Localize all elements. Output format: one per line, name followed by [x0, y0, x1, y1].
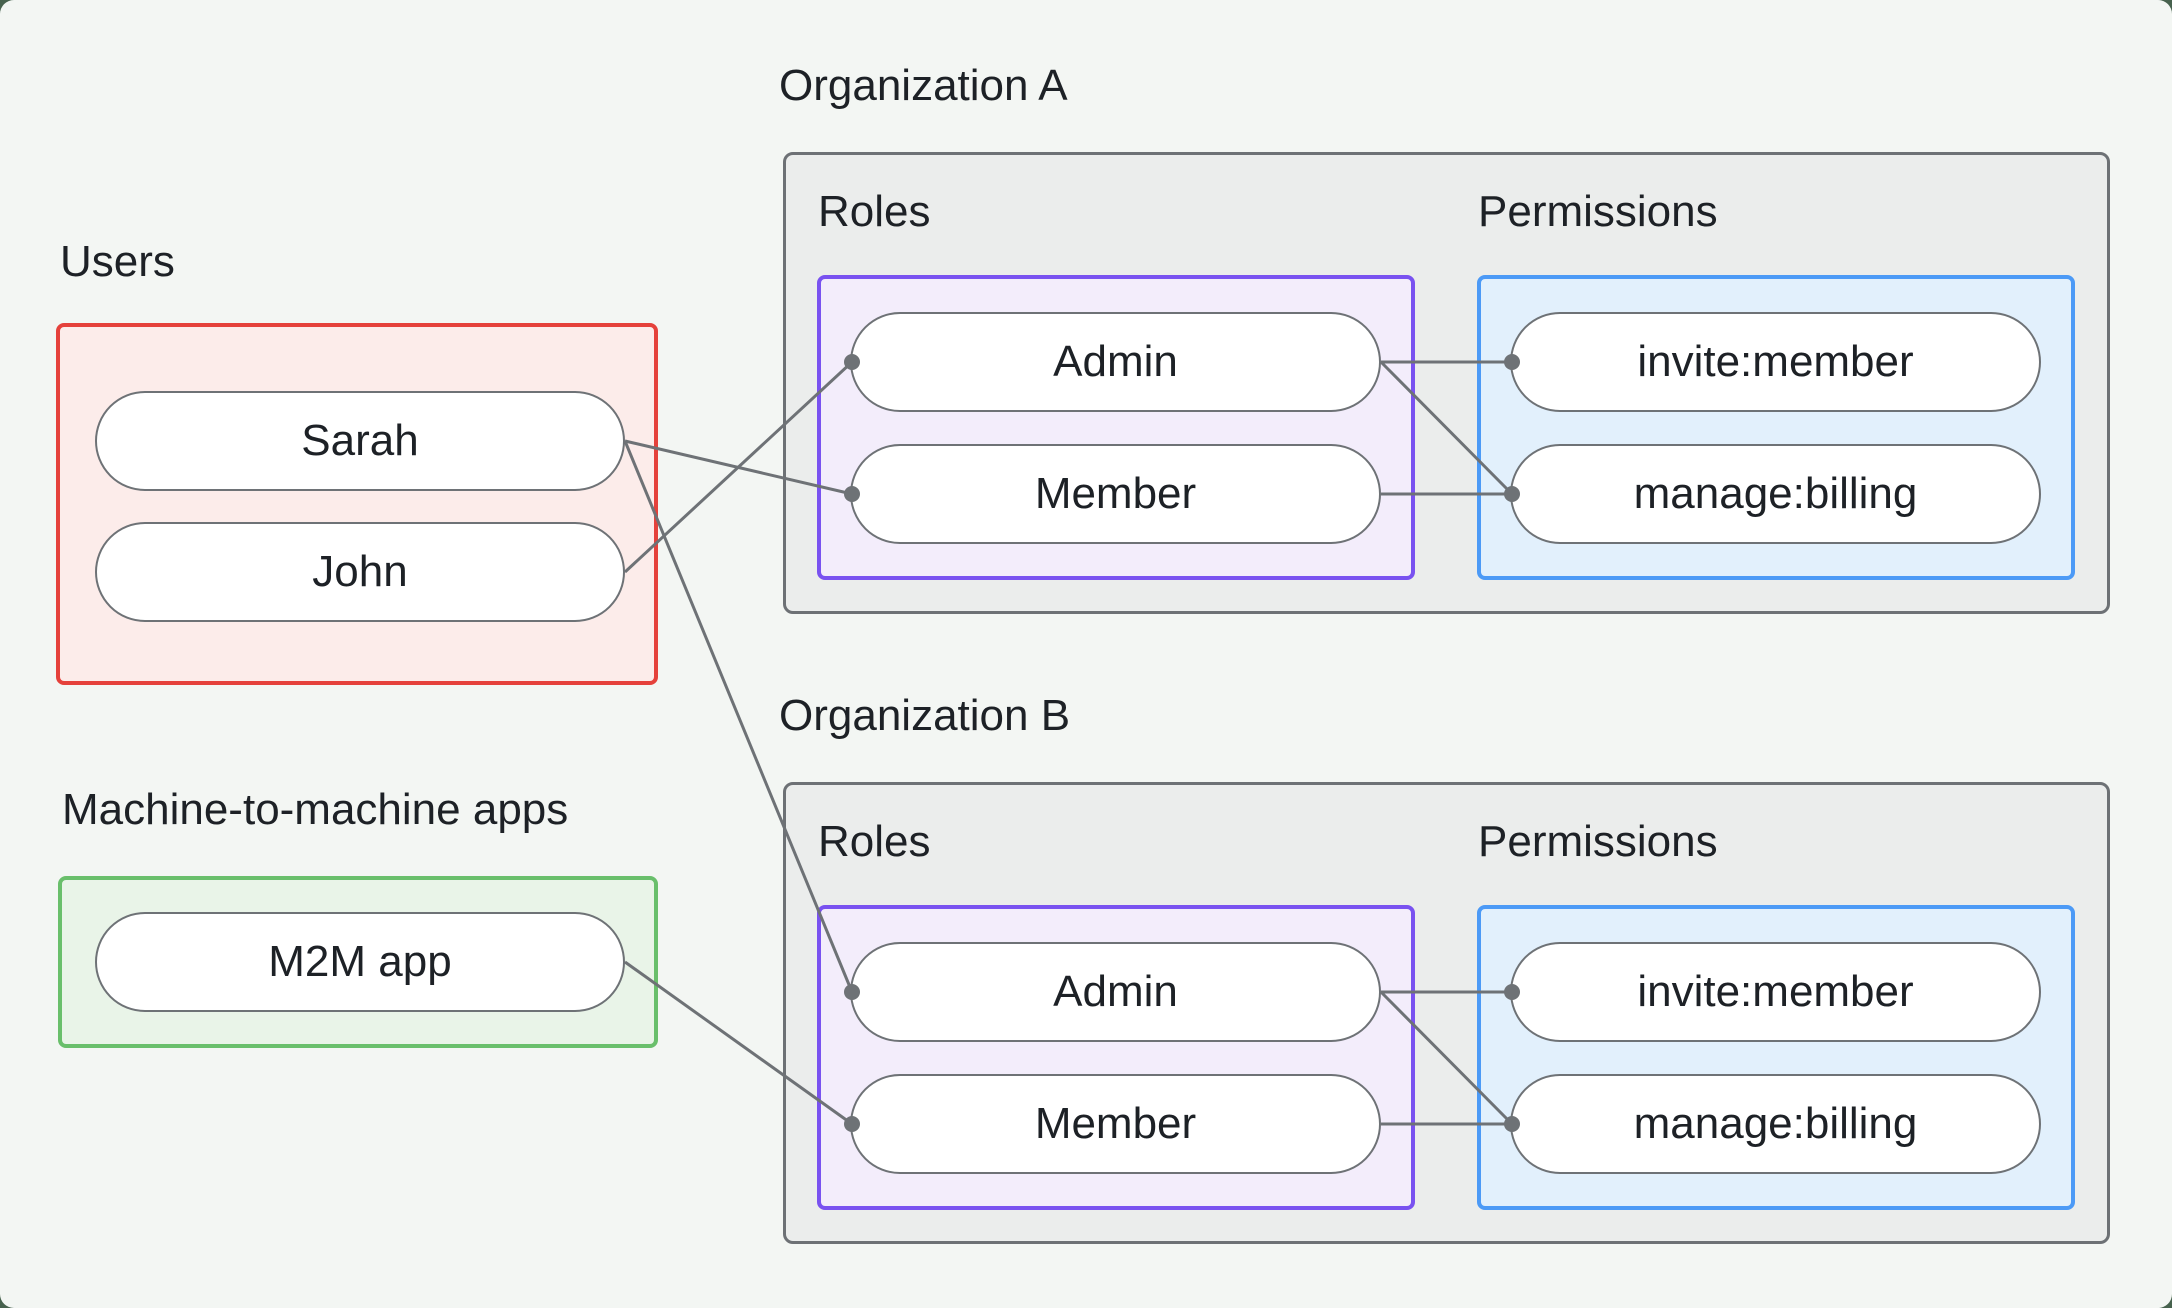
org-b-permission-pill-manage-billing: manage:billing [1510, 1074, 2041, 1174]
org-b-permissions-label: Permissions [1478, 817, 1718, 866]
user-pill-john: John [95, 522, 625, 622]
org-b-title: Organization B [779, 691, 1071, 740]
org-b-role-pill-admin: Admin [850, 942, 1381, 1042]
org-a-permission-pill-invite-member: invite:member [1510, 312, 2041, 412]
m2m-app-pill: M2M app [95, 912, 625, 1012]
users-section-label: Users [60, 237, 175, 286]
org-b-permission-pill-invite-member: invite:member [1510, 942, 2041, 1042]
org-a-permission-pill-manage-billing: manage:billing [1510, 444, 2041, 544]
org-b-roles-label: Roles [818, 817, 931, 866]
user-pill-sarah: Sarah [95, 391, 625, 491]
org-b-role-pill-member: Member [850, 1074, 1381, 1174]
org-a-permissions-label: Permissions [1478, 187, 1718, 236]
users-group-box [56, 323, 658, 685]
org-a-role-pill-member: Member [850, 444, 1381, 544]
org-a-title: Organization A [779, 61, 1068, 110]
org-a-role-pill-admin: Admin [850, 312, 1381, 412]
m2m-section-label: Machine-to-machine apps [62, 785, 569, 834]
org-a-roles-label: Roles [818, 187, 931, 236]
